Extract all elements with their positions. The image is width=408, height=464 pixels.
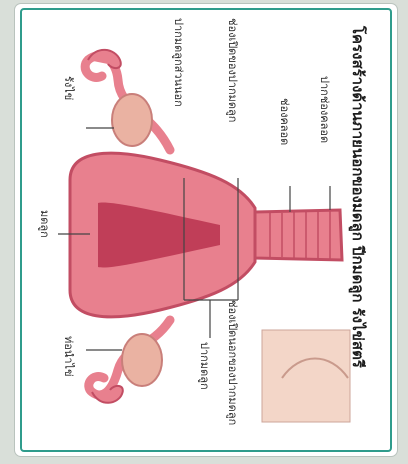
inset-photo [262, 330, 350, 422]
upper-fimbriae [88, 50, 121, 68]
label-vagina: ช่องคลอด [276, 98, 294, 145]
label-external-cervix-opening: ช่องเปิดนอกของปากมดลูก [224, 300, 242, 425]
upper-ovary [112, 94, 152, 146]
diagram-title: โครงสร้างด้านภายนอกของมดลูก ปีกมดลูก รัง… [346, 26, 370, 368]
cervix-vagina [255, 210, 342, 260]
label-outer-os: ปากมดลูกส่วนนอก [170, 18, 188, 107]
lower-ovary [122, 334, 162, 386]
label-internal-cervix-opening: ช่องเปิดของปากมดลูก [224, 18, 242, 122]
label-fallopian-tube: ท่อนำไข่ [60, 336, 78, 377]
label-ovary: รังไข่ [60, 76, 78, 100]
label-uterus: มดลูก [36, 210, 54, 238]
label-vagina-opening: ปากช่องคลอด [316, 76, 334, 143]
label-cervix: ปากมดลูก [196, 342, 214, 390]
